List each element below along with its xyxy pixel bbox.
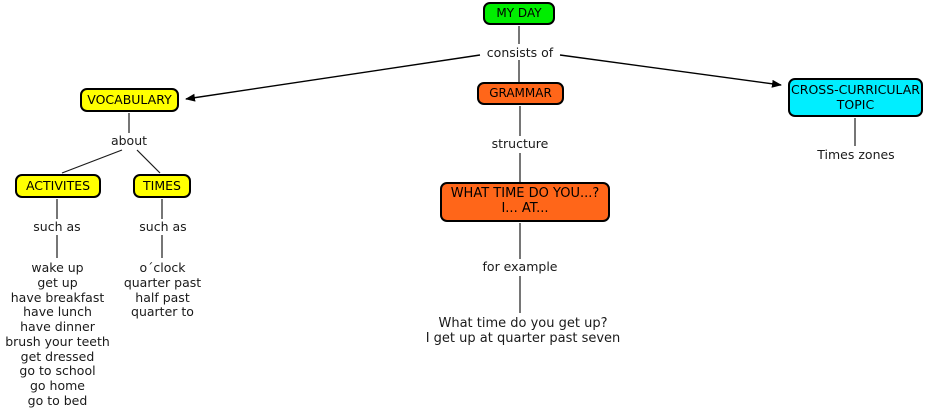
connector-label-such-as-activities: such as — [33, 219, 81, 234]
node-structure-question[interactable]: WHAT TIME DO YOU...? I... AT... — [440, 182, 610, 222]
connector-label-consists-of: consists of — [486, 45, 554, 60]
leaf-times-list: o´clock quarter past half past quarter t… — [123, 260, 202, 320]
edge-about-to-activites — [61, 149, 123, 174]
node-vocabulary[interactable]: VOCABULARY — [80, 88, 179, 112]
node-cross-curricular-topic[interactable]: CROSS-CURRICULAR TOPIC — [788, 78, 923, 117]
edge-about-to-times — [136, 149, 161, 174]
node-activites[interactable]: ACTIVITES — [15, 174, 101, 198]
leaf-times-zones: Times zones — [817, 147, 895, 162]
node-grammar[interactable]: GRAMMAR — [477, 82, 564, 105]
leaf-example-sentences: What time do you get up? I get up at qua… — [425, 316, 621, 347]
node-my-day[interactable]: MY DAY — [483, 2, 555, 25]
connector-label-for-example: for example — [482, 259, 558, 274]
node-times[interactable]: TIMES — [133, 174, 191, 198]
leaf-activities-list: wake up get up have breakfast have lunch… — [5, 260, 110, 408]
connector-label-about: about — [110, 133, 148, 148]
connector-label-structure: structure — [491, 136, 549, 151]
connector-label-such-as-times: such as — [139, 219, 187, 234]
edge-consists-to-vocabulary — [185, 54, 481, 102]
